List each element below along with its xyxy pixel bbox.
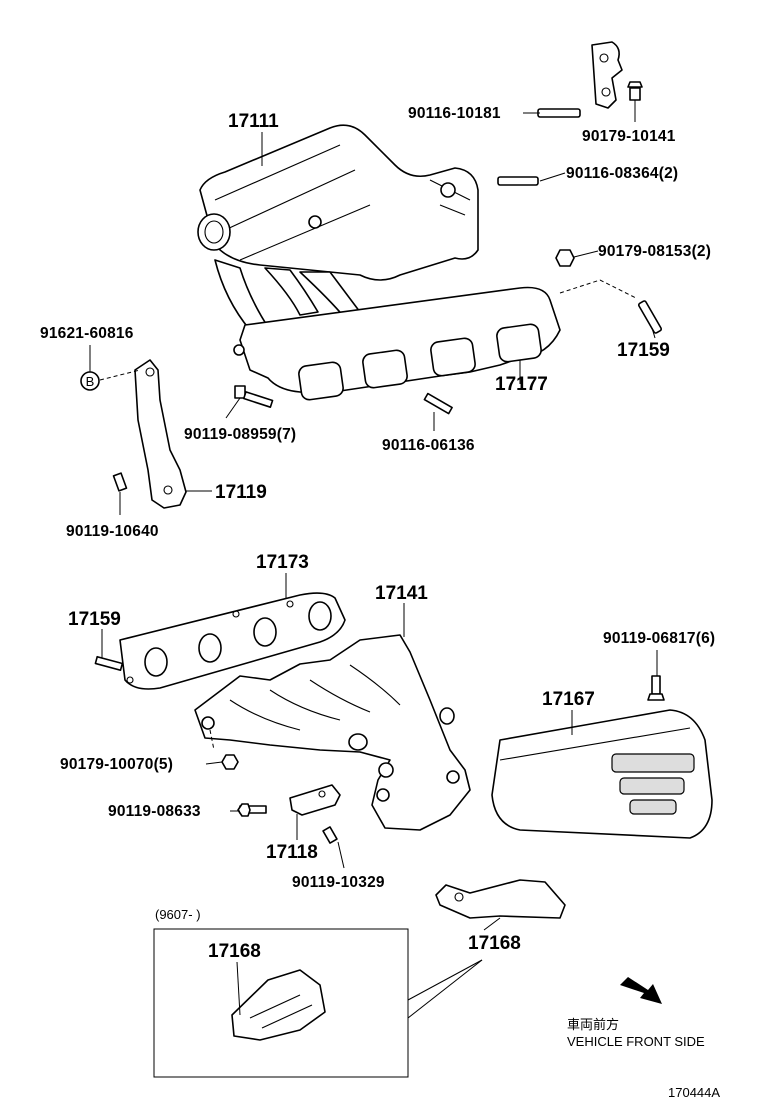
bolt-90119-10640: [112, 472, 128, 492]
label-90116-06136: 90116-06136: [382, 437, 475, 454]
exhaust-manifold-17141: [194, 634, 471, 831]
nut-90179-10070: [221, 754, 239, 770]
bolt-marker-b-label: B: [86, 374, 95, 389]
bolt-90119-06817: [647, 675, 665, 701]
label-90179-08153: 90179-08153(2): [598, 243, 711, 260]
label-90119-08633: 90119-08633: [108, 803, 201, 820]
stud-90116-10181: [537, 108, 581, 118]
label-17119: 17119: [215, 482, 267, 503]
label-90179-10070: 90179-10070(5): [60, 756, 173, 773]
label-90119-10640: 90119-10640: [66, 523, 159, 540]
top-bracket: [591, 41, 623, 109]
bolt-90119-08959: [234, 385, 274, 408]
inset-range-label: (9607- ): [155, 907, 201, 922]
label-90116-08364: 90116-08364(2): [566, 165, 678, 182]
direction-english-label: VEHICLE FRONT SIDE: [567, 1034, 705, 1049]
part-labels: 17111 90116-10181 90179-10141 90116-0836…: [40, 105, 720, 1100]
stud-90116-06136: [423, 392, 453, 415]
label-17168-main: 17168: [468, 933, 521, 954]
label-17159-mid: 17159: [68, 609, 121, 630]
label-90119-06817: 90119-06817(6): [603, 630, 715, 647]
label-17159-top: 17159: [617, 340, 670, 361]
vehicle-front-arrow-icon: [620, 977, 662, 1004]
stud-17159-mid: [94, 655, 124, 672]
label-90119-08959: 90119-08959(7): [184, 426, 296, 443]
bracket-17118: [289, 784, 341, 816]
inset-box: [153, 928, 483, 1078]
label-17177: 17177: [495, 374, 548, 395]
insulator-17168-main: [435, 879, 566, 919]
intake-gasket-17177: [233, 286, 561, 401]
label-17118: 17118: [266, 842, 318, 863]
exhaust-gasket-17173: [119, 592, 346, 690]
figure-id-label: 170444A: [668, 1085, 720, 1100]
label-91621-60816: 91621-60816: [40, 325, 134, 342]
leader-lines: [89, 100, 658, 1016]
heat-insulator-17167: [491, 709, 713, 839]
label-90116-10181: 90116-10181: [408, 105, 501, 122]
label-17167: 17167: [542, 689, 595, 710]
label-90179-10141: 90179-10141: [582, 128, 676, 145]
nut-90179-08153: [555, 249, 575, 267]
stud-17159-top: [637, 300, 663, 334]
direction-japanese-label: 車両前方: [567, 1017, 619, 1032]
bolt-90119-10329: [322, 826, 338, 844]
label-17111: 17111: [228, 111, 279, 132]
bolt-90119-08633: [237, 803, 267, 817]
manifold-stay-17119: [134, 359, 187, 509]
bolt-90179-10141: [627, 81, 643, 101]
insulator-17168-inset: [231, 969, 326, 1041]
label-17173: 17173: [256, 552, 309, 573]
stud-90116-08364: [497, 176, 539, 186]
label-90119-10329: 90119-10329: [292, 874, 385, 891]
label-17141: 17141: [375, 583, 428, 604]
label-17168-inset: 17168: [208, 941, 261, 962]
